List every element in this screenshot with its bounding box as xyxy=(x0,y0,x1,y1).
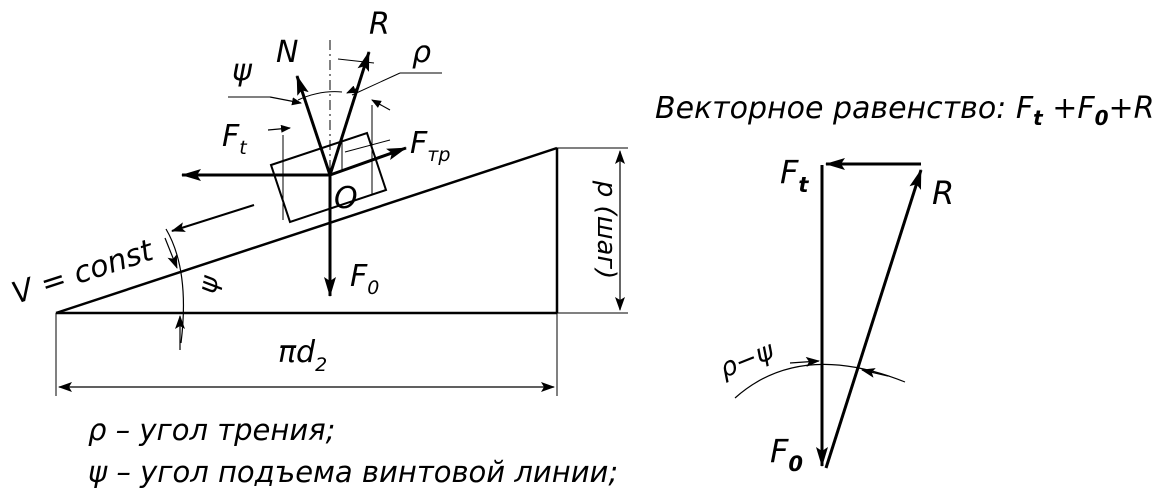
legend-line-2: ψ – угол подъема винтовой линии; xyxy=(88,455,618,489)
block xyxy=(269,131,388,224)
velocity-arrow xyxy=(171,204,255,232)
label-Ftr: Fтр xyxy=(410,126,450,166)
vector-N xyxy=(295,75,332,176)
incline-angle-label: ψ xyxy=(193,273,226,296)
triangle-label-Ft: Ft xyxy=(780,153,809,197)
base-label: πd2 xyxy=(278,335,327,376)
vector-R xyxy=(328,51,371,176)
base-dimension xyxy=(55,313,558,396)
triangle-R xyxy=(824,169,923,469)
label-Ft: Ft xyxy=(222,119,248,159)
triangle-label-F0: F0 xyxy=(770,432,803,476)
legend-line-1: ρ – угол трения; xyxy=(88,413,335,447)
triangle-angle-arc xyxy=(734,356,906,399)
vector-Ftr xyxy=(329,146,407,177)
construction-lines xyxy=(282,40,391,220)
label-rho: ρ xyxy=(412,35,431,70)
angle-leaders xyxy=(228,72,442,133)
velocity-label: V = const xyxy=(8,233,159,312)
label-N: N xyxy=(276,35,298,70)
label-F0: F0 xyxy=(350,259,379,299)
pitch-dimension xyxy=(557,147,628,314)
label-O: O xyxy=(334,181,358,216)
force-triangle xyxy=(816,158,923,469)
incline-angle-arc xyxy=(164,228,185,350)
triangle-angle-label: ρ−ψ xyxy=(715,336,778,385)
vector-equation: Векторное равенство: Ft +F0+R =0 xyxy=(655,91,1167,130)
incline-triangle xyxy=(55,146,559,315)
pitch-label: p (шаг) xyxy=(591,180,621,279)
triangle-label-R: R xyxy=(932,174,954,212)
label-psi: ψ xyxy=(232,53,253,88)
label-R: R xyxy=(369,7,390,42)
